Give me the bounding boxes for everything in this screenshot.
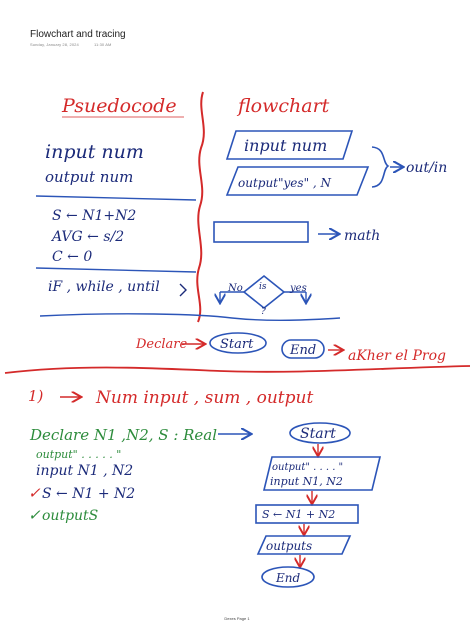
- flow-start-terminator: [289, 422, 351, 444]
- avg-formula: AVG ← s/2: [50, 229, 124, 245]
- section-separator: [4, 365, 471, 374]
- math-label: math: [344, 228, 380, 244]
- flow-end-label: End: [275, 571, 300, 585]
- flow-process: S ← N1 + N2: [262, 508, 335, 521]
- divider-line: [35, 267, 197, 273]
- pseudocode-header: Psuedocode: [61, 95, 177, 117]
- page-timestamp: Sunday, January 28, 2024 11:30 AM: [30, 42, 125, 47]
- output-label: output num: [45, 168, 133, 186]
- start-label: Start: [220, 337, 254, 352]
- end-terminator: [281, 339, 325, 359]
- s-assign: S ← N1 + N2: [42, 486, 135, 502]
- divider-line: [35, 195, 197, 201]
- c-assign: C ← 0: [52, 249, 92, 265]
- check-mark: ✓: [28, 506, 41, 524]
- akher-label: aKher el Prog: [348, 348, 446, 364]
- flow-io-2: input N1, N2: [270, 475, 343, 488]
- control-words: iF , while , until: [48, 279, 160, 295]
- decision-is: is: [259, 282, 267, 292]
- out-in-label: out/in: [406, 160, 447, 176]
- check-mark: ✓: [28, 484, 41, 502]
- page-date: Sunday, January 28, 2024: [30, 42, 79, 47]
- flow-io-1: output" . . . . ": [272, 462, 343, 473]
- decision-no: No: [227, 283, 243, 294]
- declare-line: Declare N1 ,N2, S : Real: [29, 426, 217, 444]
- decision-yes: yes: [289, 283, 307, 294]
- output-s: outputS: [42, 508, 98, 524]
- page-footer: Dexes Page 1: [224, 616, 250, 621]
- input-shape-text: input num: [244, 136, 327, 155]
- decision-diamond: [242, 274, 286, 310]
- column-divider: [196, 91, 205, 323]
- output-parallelogram: [225, 166, 370, 196]
- output-shape-text: output"yes" , N: [238, 176, 332, 190]
- flow-end-terminator: [261, 566, 315, 588]
- input-n: input N1 , N2: [36, 463, 133, 479]
- output-prompt: output" . . . . . ": [36, 448, 121, 461]
- input-parallelogram: [225, 130, 354, 160]
- flow-io-parallelogram: [262, 456, 382, 491]
- flow-process-rectangle: [255, 504, 359, 524]
- sum-formula: S ← N1+N2: [52, 208, 136, 224]
- process-rectangle: [213, 221, 309, 243]
- decision-q: ?: [261, 307, 266, 317]
- problem-statement: Num input , sum , output: [95, 388, 313, 408]
- flowchart-header: flowchart: [236, 95, 330, 117]
- brace-icon: [371, 146, 390, 188]
- chevron-right-icon: [179, 283, 187, 297]
- declare-label: Declare: [135, 337, 188, 352]
- input-label: input num: [45, 141, 144, 163]
- flow-output: outputs: [266, 539, 312, 553]
- page-title: Flowchart and tracing: [30, 29, 126, 40]
- flow-start-label: Start: [300, 426, 336, 442]
- page-time: 11:30 AM: [94, 42, 112, 47]
- start-terminator: [209, 332, 267, 354]
- flow-output-parallelogram: [256, 535, 352, 555]
- divider-line: [39, 313, 341, 321]
- problem-number: 1): [28, 387, 44, 405]
- end-label: End: [289, 343, 316, 358]
